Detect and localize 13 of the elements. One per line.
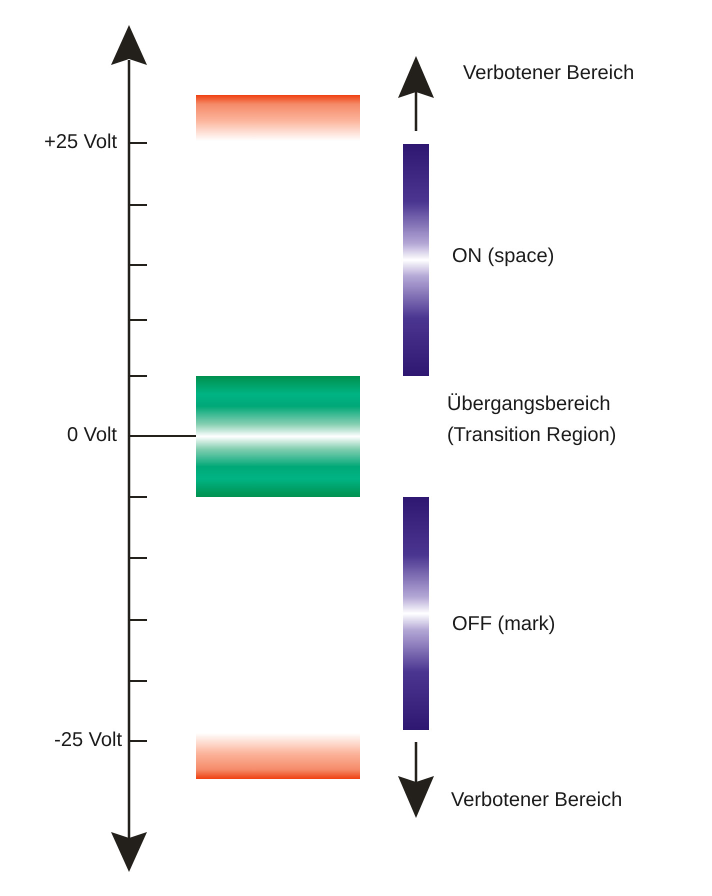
axis-value-label: 0 Volt xyxy=(66,423,117,448)
region-label: ON (space) xyxy=(452,244,554,269)
gradient-band xyxy=(196,376,360,497)
axis-value-label: -25 Volt xyxy=(54,728,122,753)
gradient-band xyxy=(403,144,429,376)
gradient-band xyxy=(196,733,360,779)
gradient-band xyxy=(196,95,360,141)
region-label: Übergangsbereich (Transition Region) xyxy=(447,392,618,448)
gradient-band xyxy=(403,497,429,730)
region-label: Verbotener Bereich xyxy=(463,61,634,86)
region-label: Verbotener Bereich xyxy=(451,788,622,813)
axis-value-label: +25 Volt xyxy=(44,130,117,155)
region-label: OFF (mark) xyxy=(452,612,556,637)
